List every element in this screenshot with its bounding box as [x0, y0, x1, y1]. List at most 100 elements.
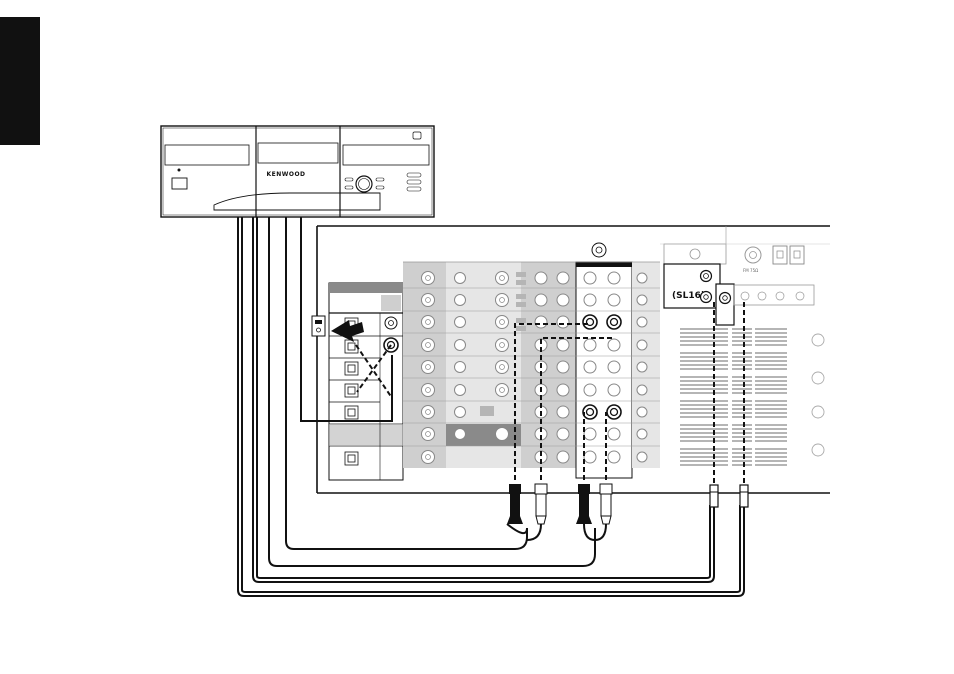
vent-slot — [680, 384, 728, 386]
vent-slot — [732, 336, 752, 338]
vent-slot — [755, 384, 787, 386]
vent-slot — [732, 376, 752, 378]
vent-slot — [680, 404, 728, 406]
vent-slot — [755, 376, 787, 378]
vent-slot — [755, 340, 787, 342]
vent-slot — [680, 352, 728, 354]
vent-slot — [680, 332, 728, 334]
cd-changer-unit: KENWOOD — [161, 126, 434, 217]
vent-slot — [732, 328, 752, 330]
vent-slot — [732, 368, 752, 370]
vent-slot — [732, 392, 752, 394]
vent-slot — [755, 360, 787, 362]
vent-slot — [680, 368, 728, 370]
vent-slot — [680, 424, 728, 426]
digital-coax-plug — [312, 316, 325, 336]
vent-slot — [732, 428, 752, 430]
vent-slot — [680, 380, 728, 382]
vent-slot — [680, 436, 728, 438]
vent-slot — [755, 416, 787, 418]
cd-brand-label: KENWOOD — [266, 171, 305, 178]
vent-slot — [755, 352, 787, 354]
vent-slot — [732, 432, 752, 434]
ventilation-grille — [680, 328, 787, 466]
vent-slot — [732, 464, 752, 466]
vent-slot — [755, 448, 787, 450]
vent-slot — [680, 360, 728, 362]
vent-slot — [755, 336, 787, 338]
vent-slot — [732, 424, 752, 426]
vent-slot — [755, 412, 787, 414]
vent-slot — [755, 364, 787, 366]
cd-in-right-jack — [607, 315, 621, 329]
system-control-jack-2 — [720, 293, 731, 304]
vent-slot — [732, 364, 752, 366]
vent-slot — [755, 428, 787, 430]
vent-slot — [680, 416, 728, 418]
speaker-terminal-strip — [734, 285, 814, 305]
vent-slot — [680, 388, 728, 390]
vent-slot — [755, 456, 787, 458]
vent-slot — [680, 428, 728, 430]
vent-slot — [680, 460, 728, 462]
vent-slot — [732, 352, 752, 354]
vent-slot — [755, 408, 787, 410]
vent-slot — [680, 432, 728, 434]
vent-slot — [755, 460, 787, 462]
section-edge-tab — [0, 17, 40, 145]
vent-slot — [732, 356, 752, 358]
vent-slot — [732, 412, 752, 414]
vent-slot — [755, 436, 787, 438]
receiver-rear-panel: (SL16) FM 75Ω — [317, 226, 830, 493]
vent-slot — [680, 328, 728, 330]
vent-slot — [680, 344, 728, 346]
vent-slot — [732, 416, 752, 418]
vent-slot — [680, 456, 728, 458]
vent-slot — [732, 460, 752, 462]
ground-terminal — [592, 243, 606, 257]
vent-slot — [732, 332, 752, 334]
vent-slot — [732, 440, 752, 442]
vent-slot — [732, 340, 752, 342]
vent-slot — [755, 424, 787, 426]
vent-slot — [680, 392, 728, 394]
vent-slot — [732, 436, 752, 438]
vent-slot — [755, 440, 787, 442]
vent-slot — [680, 408, 728, 410]
vent-slot — [732, 360, 752, 362]
svg-text:FM 75Ω: FM 75Ω — [743, 268, 758, 273]
cd-in-left-jack — [583, 315, 597, 329]
vent-slot — [732, 344, 752, 346]
vent-slot — [755, 400, 787, 402]
vent-slot — [755, 380, 787, 382]
vent-slot — [680, 400, 728, 402]
vent-slot — [755, 452, 787, 454]
vent-slot — [732, 380, 752, 382]
vent-slot — [732, 388, 752, 390]
vent-slot — [680, 336, 728, 338]
vent-slot — [755, 356, 787, 358]
vent-slot — [732, 456, 752, 458]
vent-slot — [680, 376, 728, 378]
cd-out-left-jack — [583, 405, 597, 419]
vent-slot — [680, 464, 728, 466]
vent-slot — [755, 404, 787, 406]
vent-slot — [755, 368, 787, 370]
cd-out-right-jack — [607, 405, 621, 419]
vent-slot — [680, 412, 728, 414]
vent-slot — [732, 448, 752, 450]
vent-slot — [732, 452, 752, 454]
vent-slot — [680, 440, 728, 442]
system-control-block: (SL16) — [664, 244, 734, 325]
vent-slot — [755, 344, 787, 346]
vent-slot — [680, 364, 728, 366]
vent-slot — [755, 392, 787, 394]
vent-slot — [755, 464, 787, 466]
vent-slot — [680, 340, 728, 342]
vent-slot — [732, 408, 752, 410]
vent-slot — [732, 384, 752, 386]
mini-plug-pair — [710, 485, 748, 507]
vent-slot — [755, 328, 787, 330]
vent-slot — [755, 388, 787, 390]
